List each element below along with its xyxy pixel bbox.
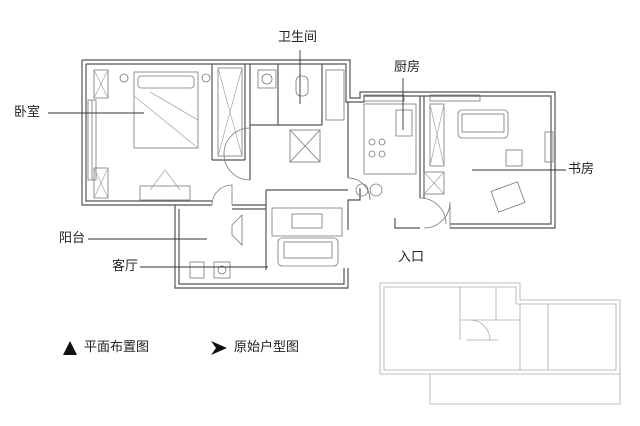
label-bathroom: 卫生间 [278,30,318,45]
legend-floor-plan: 平面布置图 [62,340,149,356]
study-furniture [457,109,526,213]
label-study: 书房 [568,162,595,177]
leader-lines [48,50,566,268]
wardrobes [93,67,445,199]
legend-original-plan: 原始户型图 [210,340,299,356]
bedroom-desk [139,169,191,201]
windows [87,94,554,181]
label-balcony: 阳台 [59,231,86,246]
bed [119,71,211,149]
label-kitchen: 厨房 [394,60,421,75]
kitchen-fixtures [355,103,417,197]
original-floor-plan [379,282,621,405]
main-plan-walls [81,59,556,289]
bathroom-fixtures [257,69,345,163]
doors [211,127,451,246]
label-living-room: 客厅 [112,259,139,274]
legend-floor-plan-text: 平面布置图 [84,340,150,355]
triangle-up-icon [63,341,77,355]
label-bedroom: 卧室 [14,105,41,120]
arrow-right-icon [211,341,227,355]
living-room-furniture [189,207,343,279]
legend-original-plan-text: 原始户型图 [234,340,300,355]
label-entrance: 入口 [398,250,425,265]
